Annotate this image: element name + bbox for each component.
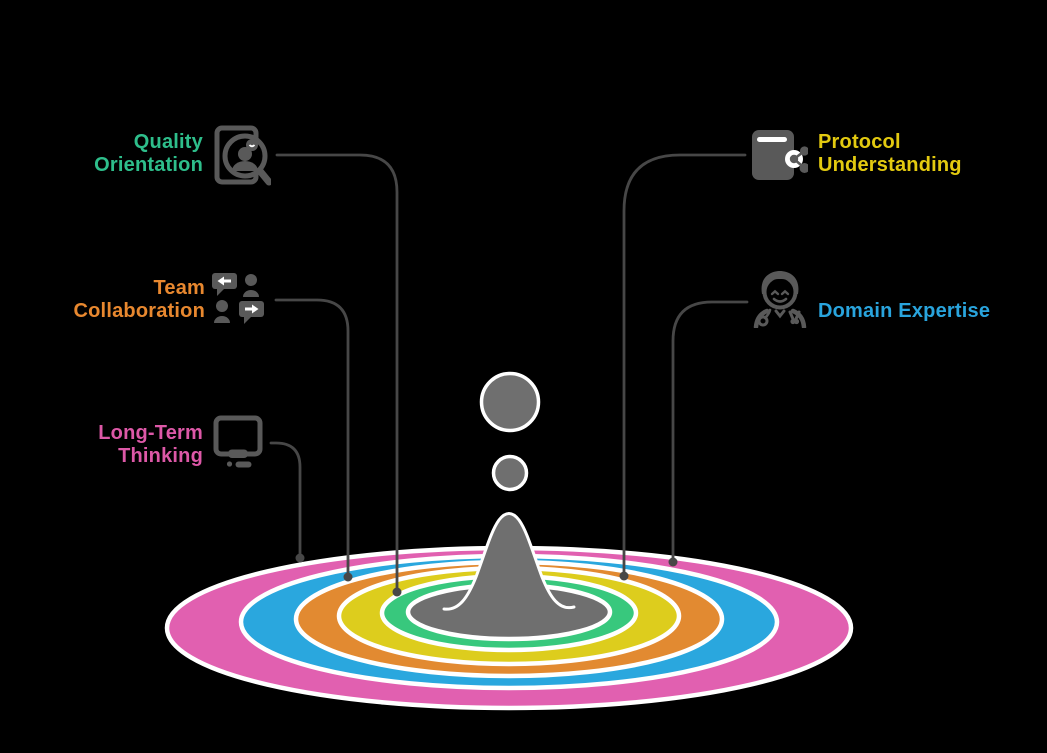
label-team-collaboration: Team Collaboration: [73, 277, 205, 322]
connector-dot-quality: [392, 587, 402, 597]
chat-people-icon: [212, 273, 264, 324]
label-protocol-understanding: Protocol Understanding: [818, 131, 962, 176]
splash-column-outline: [442, 512, 576, 611]
connector-longterm: [269, 441, 302, 556]
connector-dot-team: [343, 572, 353, 582]
monitor-icon: [213, 415, 263, 468]
connector-team: [274, 298, 350, 575]
label-long-term-thinking: Long-Term Thinking: [98, 422, 203, 467]
droplet-small: [491, 454, 529, 492]
label-domain-expertise: Domain Expertise: [818, 300, 991, 322]
splash-column: [444, 513, 574, 621]
notebook-share-icon: [752, 130, 808, 180]
connector-dot-domain: [668, 557, 678, 567]
doctor-icon: [753, 271, 807, 328]
connector-protocol: [622, 153, 747, 574]
magnifier-person-document-icon: [214, 125, 271, 186]
connector-quality: [275, 153, 399, 591]
connector-dot-longterm: [295, 553, 305, 563]
connector-domain: [671, 300, 749, 560]
connector-dot-protocol: [619, 571, 629, 581]
droplet-large: [479, 371, 541, 433]
label-quality-orientation: Quality Orientation: [94, 131, 203, 176]
